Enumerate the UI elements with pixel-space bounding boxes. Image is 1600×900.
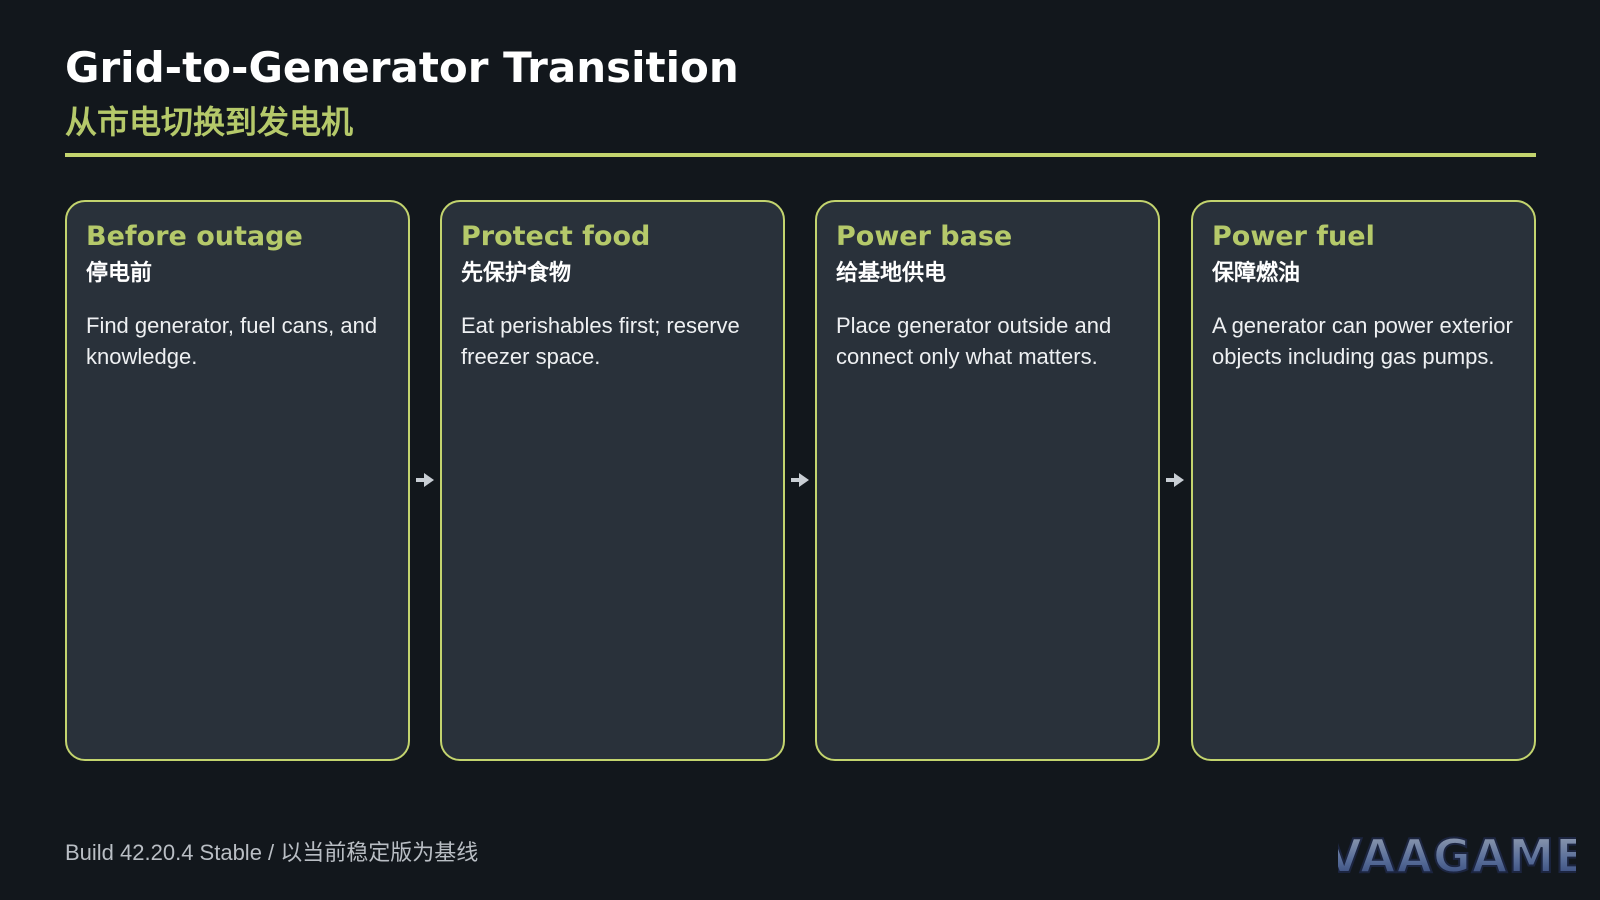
build-footer: Build 42.20.4 Stable / 以当前稳定版为基线 — [65, 840, 479, 865]
step-title: Before outage — [86, 221, 303, 252]
vaagame-logo: VAAGAME — [1338, 828, 1576, 880]
step-subtitle: 停电前 — [86, 261, 153, 286]
header-divider — [65, 153, 1536, 157]
arrow-right-icon — [791, 473, 809, 487]
steps-row: Before outage 停电前 Find generator, fuel c… — [65, 200, 1536, 761]
step-description: Find generator, fuel cans, and knowledge… — [86, 313, 378, 369]
step-description: Place generator outside and connect only… — [836, 313, 1112, 369]
step-subtitle: 保障燃油 — [1212, 261, 1301, 286]
step-card-power-base: Power base 给基地供电 Place generator outside… — [815, 200, 1160, 761]
logo-text: VAAGAME — [1338, 829, 1576, 880]
arrow-right-icon — [416, 473, 434, 487]
step-title: Protect food — [461, 221, 651, 252]
step-card-protect-food: Protect food 先保护食物 Eat perishables first… — [440, 200, 785, 761]
step-title: Power fuel — [1212, 221, 1375, 252]
page-subtitle: 从市电切换到发电机 — [65, 103, 354, 141]
step-description: A generator can power exterior objects i… — [1212, 313, 1513, 369]
slide-header: Grid-to-Generator Transition 从市电切换到发电机 — [65, 40, 1536, 146]
step-description: Eat perishables first; reserve freezer s… — [461, 313, 740, 369]
arrow-right-icon — [1166, 473, 1184, 487]
step-subtitle: 先保护食物 — [461, 261, 572, 286]
step-subtitle: 给基地供电 — [836, 261, 947, 286]
page-title: Grid-to-Generator Transition — [65, 43, 739, 92]
step-card-power-fuel: Power fuel 保障燃油 A generator can power ex… — [1191, 200, 1536, 761]
step-title: Power base — [836, 221, 1013, 252]
step-card-before-outage: Before outage 停电前 Find generator, fuel c… — [65, 200, 410, 761]
